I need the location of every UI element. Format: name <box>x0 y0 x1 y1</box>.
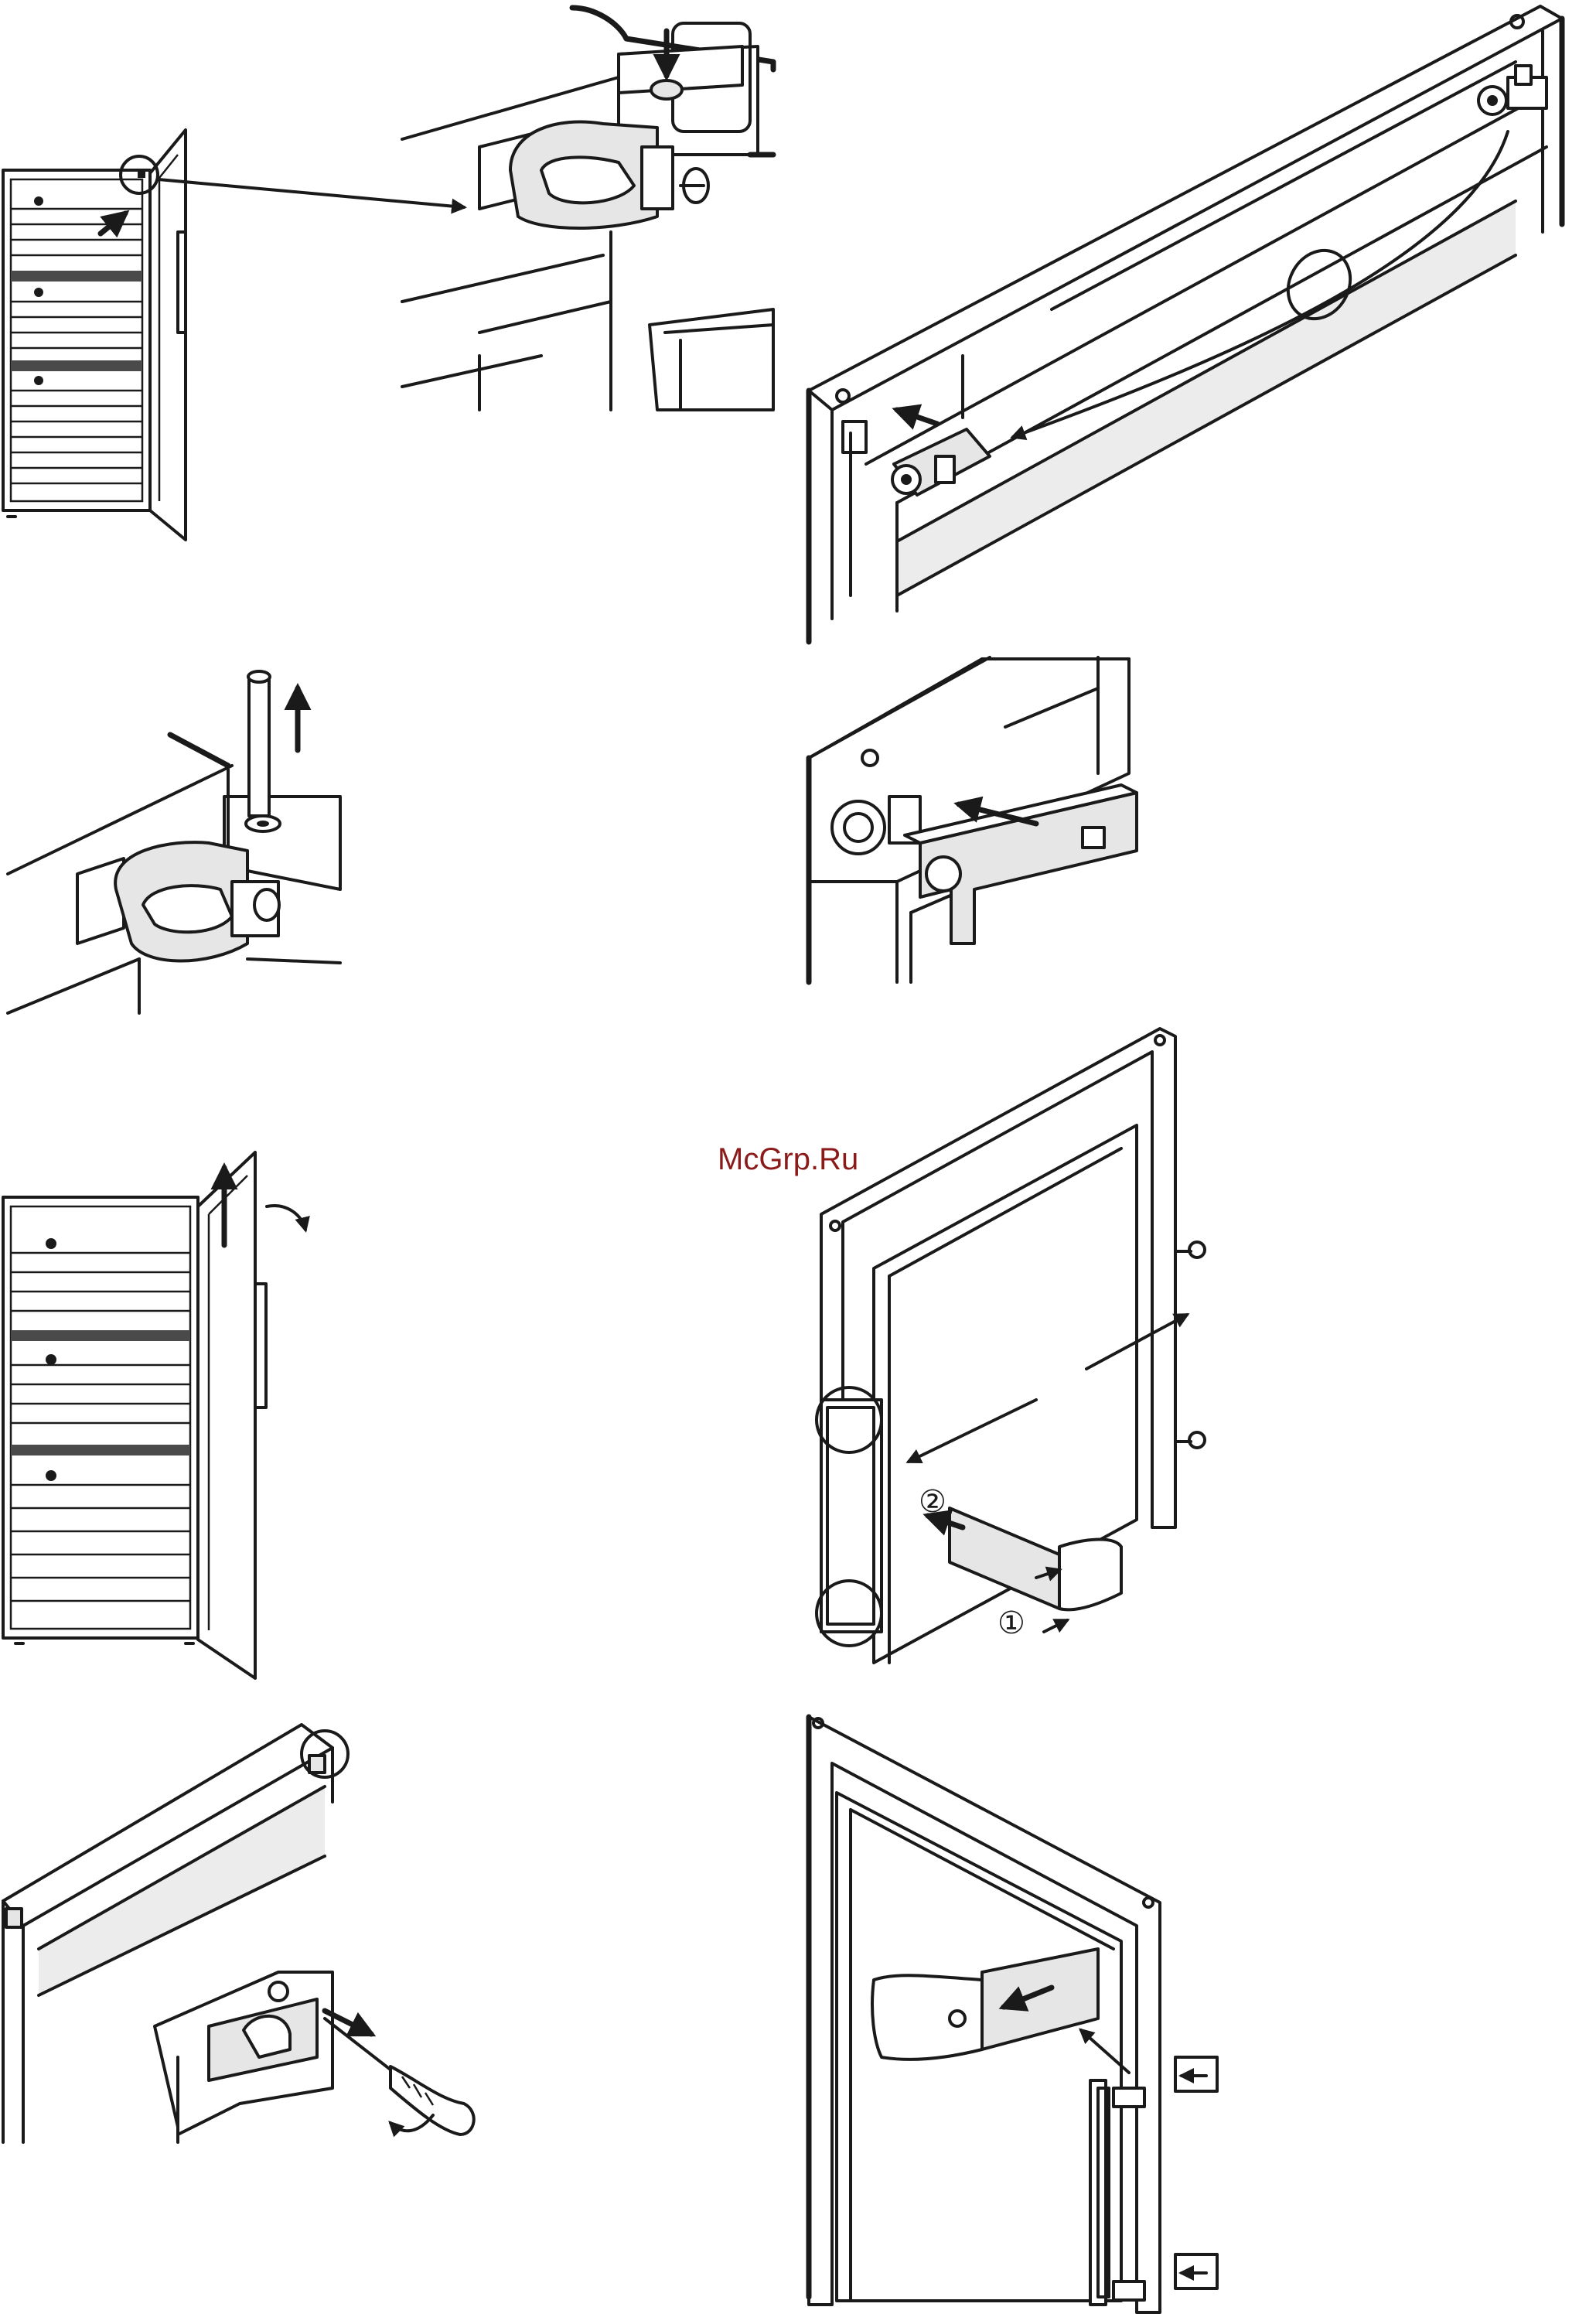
panel-cover-removal-with-screwdriver <box>3 1725 474 2142</box>
wine-cabinet-icon <box>3 130 186 540</box>
hinge-bracket-icon <box>402 8 773 410</box>
watermark: McGrp.Ru <box>718 1142 858 1176</box>
panel-door-lift-off <box>3 1152 305 1678</box>
panel-cover-plate-insertion <box>809 657 1137 982</box>
panel-hinge-bearing-transfer <box>809 6 1562 642</box>
arrow-right-icon <box>1044 1620 1067 1632</box>
top-frame-icon <box>809 6 1562 642</box>
handle-cover-icon <box>950 1508 1121 1609</box>
zoom-arrow-icon <box>159 179 464 207</box>
step-marker-1: ① <box>998 1606 1025 1641</box>
screwdriver-icon <box>325 2019 474 2135</box>
screw-icon <box>1175 2057 1217 2288</box>
step-marker-2: ② <box>919 1484 946 1520</box>
screw-icon <box>1175 1242 1205 1448</box>
arrow-left-icon <box>897 410 937 424</box>
panel-door-handle-and-cover-swap: ② ① <box>817 1029 1205 1663</box>
panel-cabinet-with-top-hinge-detail <box>3 8 773 540</box>
panel-hinge-pin-removal <box>8 671 340 1013</box>
panel-handle-refit <box>809 1717 1217 2312</box>
rotate-arrow-icon <box>267 1206 305 1230</box>
